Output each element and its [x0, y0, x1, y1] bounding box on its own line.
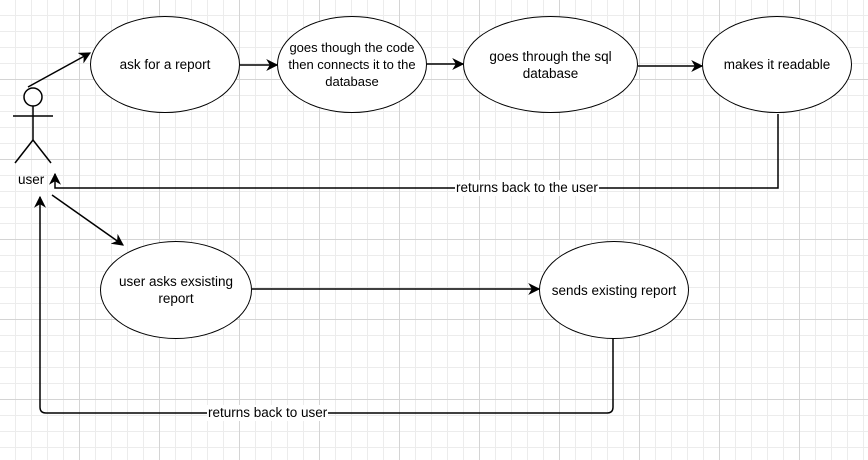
edge-label-returns-to-the-user: returns back to the user	[455, 180, 599, 196]
actor-leg-left	[14, 139, 34, 164]
actor-head	[23, 87, 43, 107]
usecase-code-connect-text: goes though the code then connects it to…	[288, 40, 416, 89]
actor-figure[interactable]	[13, 87, 53, 164]
usecase-makes-readable-text: makes it readable	[723, 57, 831, 72]
usecase-code-connect[interactable]: goes though the code then connects it to…	[277, 16, 427, 113]
usecase-sends-existing-report-text: sends existing report	[551, 282, 677, 298]
actor-label: user	[18, 172, 45, 187]
actor-leg-right	[32, 139, 52, 164]
usecase-asks-existing-report-text: user asks exsisting report	[118, 274, 234, 306]
usecase-sends-existing-report[interactable]: sends existing report	[539, 241, 689, 339]
usecase-sql-database-text: goes through the sql database	[489, 48, 612, 81]
edge-user-to-asks-existing	[51, 194, 124, 246]
edge-readable-to-user	[49, 114, 779, 189]
usecase-makes-readable[interactable]: makes it readable	[702, 16, 852, 113]
usecase-ask-for-report[interactable]: ask for a report	[90, 16, 240, 113]
usecase-sql-database[interactable]: goes through the sql database	[463, 16, 638, 113]
edge-label-returns-to-user: returns back to user	[207, 405, 329, 421]
edge-user-to-ask	[27, 52, 92, 88]
usecase-asks-existing-report[interactable]: user asks exsisting report	[100, 241, 252, 339]
usecase-ask-for-report-text: ask for a report	[119, 57, 211, 72]
